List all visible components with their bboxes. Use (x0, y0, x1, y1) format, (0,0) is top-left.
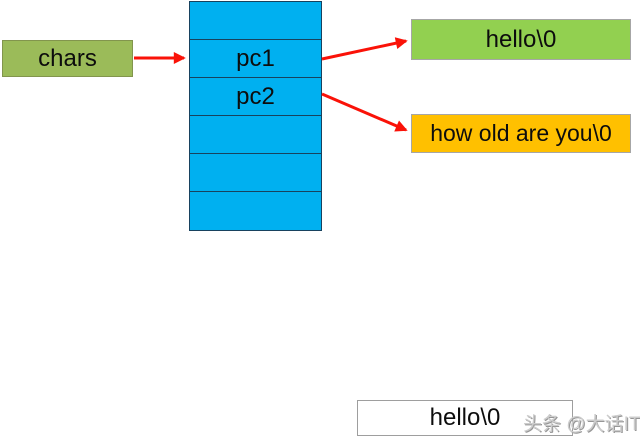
result-box: hello\0 (357, 400, 573, 436)
pointer-variable-box: chars (2, 40, 133, 77)
memory-cell-pc1: pc1 (190, 40, 321, 78)
memory-cell-3 (190, 116, 321, 154)
watermark-text: 头条 @大话IT (523, 414, 640, 435)
string-how-old-label: how old are you\0 (430, 120, 612, 146)
string-box-how-old-are-you: how old are you\0 (411, 114, 631, 153)
string-box-hello: hello\0 (411, 19, 631, 60)
memory-cell-0 (190, 2, 321, 40)
memory-cell-5 (190, 192, 321, 230)
memory-cell-pc2: pc2 (190, 78, 321, 116)
pointer-variable-label: chars (38, 44, 97, 72)
result-label: hello\0 (429, 404, 501, 431)
arrow-pc2-to-how-old (321, 92, 408, 132)
memory-stack: pc1 pc2 (189, 1, 322, 231)
arrow-pc1-to-hello (321, 37, 408, 61)
memory-cell-4 (190, 154, 321, 192)
string-hello-label: hello\0 (485, 25, 557, 53)
